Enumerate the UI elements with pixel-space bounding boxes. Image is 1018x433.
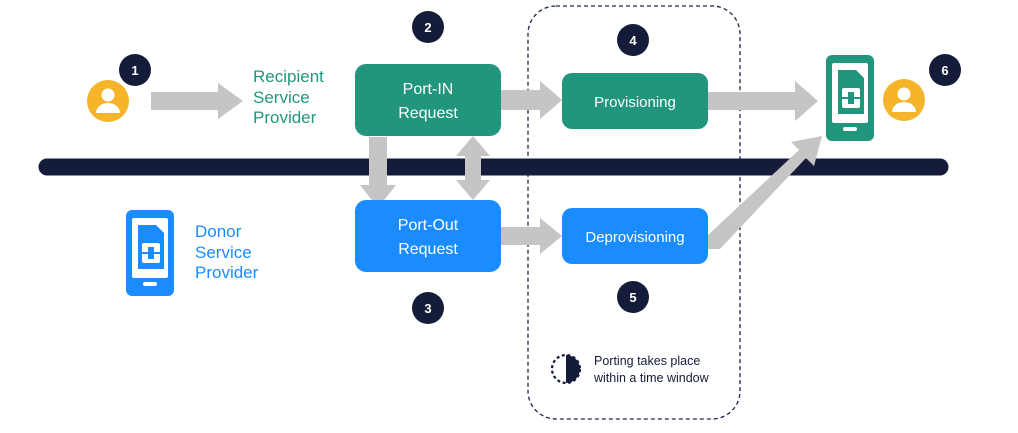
deprovisioning-box — [562, 208, 708, 264]
step-badge-3: 3 — [412, 292, 444, 324]
phone-sim-icon — [826, 55, 874, 141]
arrow-deprovisioning-to-phone — [707, 136, 822, 249]
arrow-portout-to-deprovisioning — [500, 218, 562, 254]
flow-arrows — [151, 81, 822, 254]
step-badge-6: 6 — [929, 54, 961, 86]
time-window-note-line: within a time window — [594, 370, 709, 385]
step-badge-4: 4 — [617, 24, 649, 56]
donor-label-line: Provider — [195, 263, 259, 283]
port-out-label-2: Request — [398, 241, 458, 258]
step-badge-2: 2 — [412, 11, 444, 43]
arrow-portin-to-provisioning — [500, 81, 562, 119]
user-icon — [87, 80, 129, 122]
donor-label: Donor Service Provider — [195, 222, 258, 284]
recipient-label-line: Provider — [253, 108, 317, 128]
port-out-box — [355, 200, 501, 272]
provisioning-label: Provisioning — [594, 94, 676, 111]
arrow-portin-to-portout — [360, 137, 396, 208]
port-in-box — [355, 64, 501, 136]
step-number: 6 — [941, 63, 948, 78]
user-icon — [883, 79, 925, 121]
donor-label-line: Service — [195, 242, 252, 262]
donor-label-line: Donor — [195, 222, 242, 241]
step-number: 1 — [131, 63, 138, 78]
step-badge-5: 5 — [617, 281, 649, 313]
deprovisioning-label: Deprovisioning — [585, 229, 684, 246]
recipient-label: Recipient Service Provider — [253, 67, 324, 129]
step-badge-1: 1 — [119, 54, 151, 86]
step-number: 4 — [629, 33, 637, 48]
time-window-note-line: Porting takes place — [594, 354, 701, 368]
port-out-label-1: Port-Out — [398, 217, 459, 234]
step-number: 3 — [424, 301, 431, 316]
phone-sim-icon — [126, 210, 174, 296]
provisioning-box — [562, 73, 708, 129]
step-number: 2 — [424, 20, 431, 35]
step-number: 5 — [629, 290, 636, 305]
arrow-user-to-recipient — [151, 83, 243, 119]
arrow-provisioning-to-phone — [707, 81, 818, 121]
recipient-label-line: Service — [253, 87, 310, 107]
clock-icon — [550, 353, 582, 385]
recipient-label-line: Recipient — [253, 67, 324, 86]
port-in-label-2: Request — [398, 105, 458, 122]
port-in-label-1: Port-IN — [403, 81, 454, 98]
arrow-bidirectional — [456, 136, 490, 200]
time-window-note: Porting takes place within a time window — [594, 353, 709, 387]
